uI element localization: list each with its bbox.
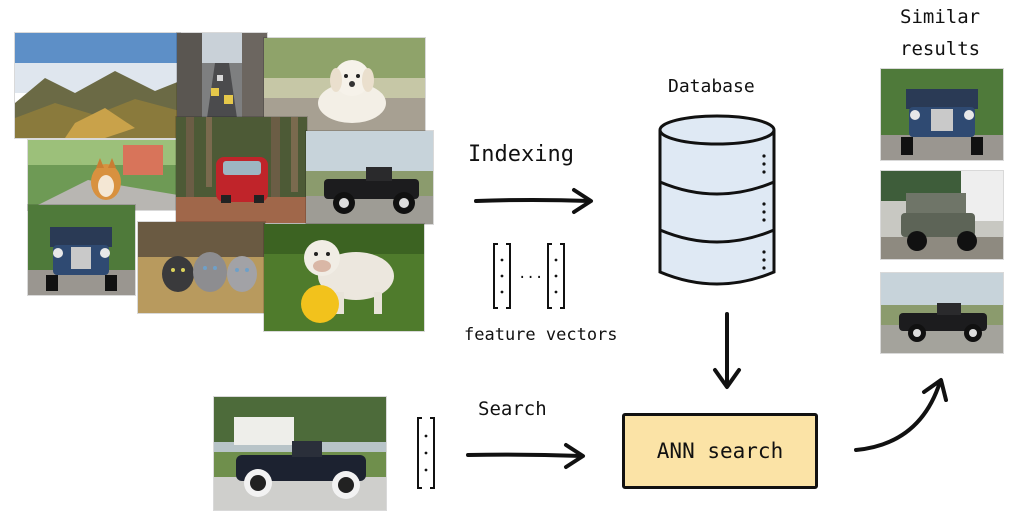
feature-vectors-ellipsis: ...: [518, 266, 544, 282]
city-street-photo: [177, 33, 267, 118]
kittens-photo: [138, 222, 265, 313]
similar-results-label-line2: results: [900, 38, 981, 60]
red-car-forest-photo: [176, 117, 307, 223]
feature-vectors-group: [490, 240, 580, 315]
vintage-car-photo: [306, 131, 433, 224]
indexing-arrow: [474, 188, 593, 214]
corgi-running-photo: [28, 140, 178, 210]
result-car-2-photo: [881, 171, 1003, 259]
search-arrow: [466, 443, 585, 469]
database-to-ann-arrow: [713, 312, 741, 389]
query-vector-brackets: [417, 417, 435, 489]
ann-to-results-arrow: [854, 378, 948, 452]
database-label: Database: [668, 76, 755, 97]
bulldog-ball-photo: [264, 224, 424, 331]
feature-vector-brackets: [493, 243, 565, 309]
database-icon: [658, 114, 776, 286]
similar-results-label-line1: Similar: [900, 6, 981, 28]
indexing-label: Indexing: [468, 142, 574, 167]
white-puppy-photo: [264, 38, 425, 132]
ann-search-label: ANN search: [656, 439, 784, 463]
query-vintage-car-photo: [214, 397, 386, 510]
ann-search-box: ANN search: [622, 413, 818, 489]
search-label: Search: [478, 398, 547, 420]
feature-vectors-label: feature vectors: [464, 325, 618, 345]
result-car-1-photo: [881, 69, 1003, 160]
mountain-landscape-photo: [15, 33, 180, 138]
blue-vintage-car-photo: [28, 205, 135, 295]
result-car-3-photo: [881, 273, 1003, 353]
